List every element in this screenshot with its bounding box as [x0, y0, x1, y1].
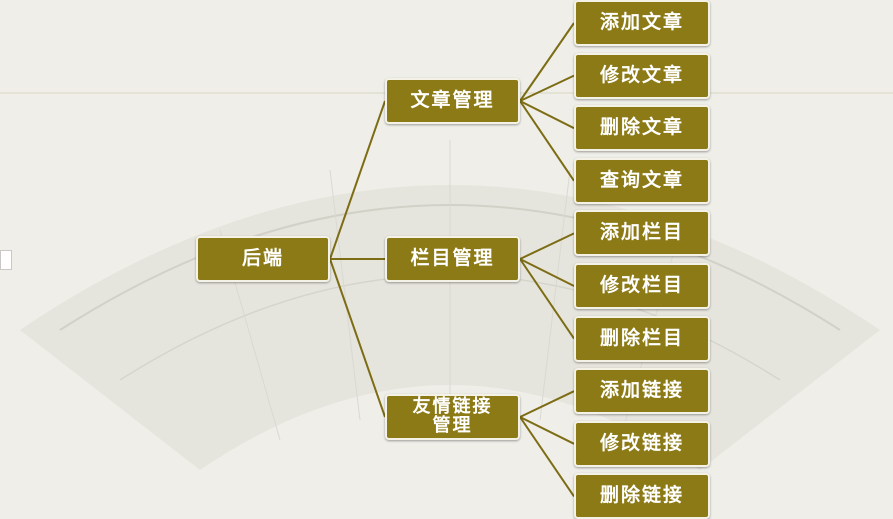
- leaf-node-1-0-label: 添加栏目: [599, 221, 684, 244]
- branch-node-0-label: 文章管理: [410, 89, 495, 112]
- branch-node-0: 文章管理: [385, 78, 520, 124]
- leaf-node-1-1-label: 修改栏目: [599, 274, 684, 297]
- connector-branch-0-to-leaf-1: [519, 74, 575, 102]
- root-node: 后端: [196, 236, 330, 282]
- connector-branch-0-to-leaf-3: [519, 100, 575, 182]
- connector-root-to-branch-2: [329, 258, 386, 418]
- leaf-node-1-2-label: 删除栏目: [599, 326, 684, 349]
- connector-branch-2-to-leaf-1: [519, 416, 575, 445]
- leaf-node-0-0-label: 添加文章: [599, 11, 684, 34]
- leaf-node-2-2: 删除链接: [574, 473, 710, 519]
- leaf-node-0-1: 修改文章: [574, 52, 710, 99]
- branch-node-2-label: 友情链接 管理: [412, 396, 493, 436]
- leaf-node-0-0: 添加文章: [574, 0, 710, 46]
- branch-node-2: 友情链接 管理: [385, 394, 520, 440]
- leaf-node-0-2: 删除文章: [574, 105, 710, 152]
- connector-branch-2-to-leaf-0: [519, 390, 575, 418]
- root-node-label: 后端: [241, 247, 284, 270]
- leaf-node-1-2: 删除栏目: [574, 315, 710, 362]
- leaf-node-0-2-label: 删除文章: [599, 116, 684, 139]
- leaf-node-2-0: 添加链接: [574, 368, 710, 415]
- leaf-node-0-3: 查询文章: [574, 157, 710, 204]
- connector-root-to-branch-0: [329, 100, 386, 260]
- branch-node-1-label: 栏目管理: [410, 247, 495, 270]
- connector-branch-0-to-leaf-0: [519, 22, 575, 102]
- connector-branch-1-to-leaf-2: [519, 258, 575, 340]
- leaf-node-0-1-label: 修改文章: [599, 63, 684, 86]
- leaf-node-2-1-label: 修改链接: [599, 431, 684, 454]
- leaf-node-1-1: 修改栏目: [574, 263, 710, 309]
- connector-branch-0-to-leaf-2: [519, 100, 575, 130]
- leaf-node-2-1: 修改链接: [574, 420, 710, 467]
- branch-node-1: 栏目管理: [385, 236, 520, 282]
- leaf-node-2-2-label: 删除链接: [599, 484, 684, 507]
- connector-branch-1-to-leaf-0: [519, 232, 575, 260]
- slide-edge-marker: [0, 250, 12, 270]
- connector-branch-2-to-leaf-2: [519, 416, 575, 497]
- leaf-node-1-0: 添加栏目: [574, 210, 710, 257]
- leaf-node-0-3-label: 查询文章: [599, 168, 684, 191]
- connector-branch-1-to-leaf-1: [519, 258, 575, 287]
- leaf-node-2-0-label: 添加链接: [599, 379, 684, 402]
